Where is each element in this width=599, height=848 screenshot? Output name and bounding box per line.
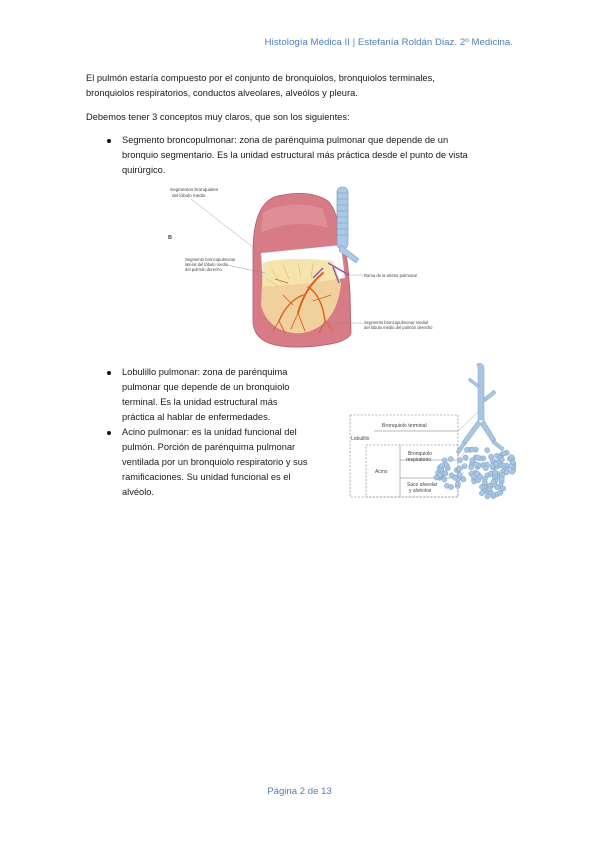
alveolus (494, 484, 501, 491)
alveolus (508, 463, 514, 470)
alveolus (457, 465, 463, 472)
alveolus (481, 479, 488, 486)
fig-label: del lóbulo medio del pulmón derecho (364, 325, 433, 330)
alveolus (500, 462, 507, 469)
bullet-dot (107, 371, 111, 375)
bullet-2-line-1: Lobulillo pulmonar: zona de parénquima (122, 367, 288, 377)
lobule-label: Lobulillo (351, 436, 370, 442)
fig-label: Segmento broncopulmonar medial (364, 320, 428, 325)
alveolus (498, 475, 505, 482)
bullet-3-line-5: alvéolo. (122, 487, 155, 497)
fig-label: Segmento broncopulmonar (185, 257, 236, 262)
bullet-3-line-3: ventilada por un bronquiolo respiratorio… (122, 457, 308, 467)
page-footer: Página 2 de 13 (267, 786, 332, 797)
alveolus (448, 484, 454, 490)
acinus-label: Acino (375, 469, 388, 475)
bullet-1-line-2: bronquio segmentario. Es la unidad estru… (122, 150, 468, 160)
fig-label: del lóbulo medio (172, 193, 206, 198)
intro-line-1: El pulmón estaría compuesto por el conju… (86, 73, 435, 83)
alveolus (461, 463, 468, 469)
alveolus (460, 476, 467, 483)
alveolus (479, 484, 485, 490)
alveolus (484, 447, 490, 453)
bullet-2-line-3: terminal. Es la unidad estructural más (122, 397, 278, 407)
alveolus (462, 454, 469, 461)
alveolus (442, 470, 449, 477)
respiratory-bronchiole-label: Bronquiolo (408, 451, 432, 457)
alveolus (490, 479, 497, 485)
terminal-bronchiole-label: Bronquiolo terminal (382, 423, 427, 429)
fig-label: Rama de la arteria pulmonar (364, 273, 418, 278)
lobule-acinus-figure: Bronquiolo terminal Lobulillo Bronquiolo… (349, 362, 516, 500)
page-header: Histología Médica II | Estefanía Roldán … (264, 37, 513, 48)
alveolus (479, 490, 485, 496)
alveolus (509, 469, 516, 475)
alveolus (497, 490, 503, 496)
respiratory-bronchiole-label: respiratorio (406, 457, 431, 463)
bullet-3-line-1: Acino pulmonar: es la unidad funcional d… (122, 427, 297, 437)
alveolus (452, 474, 458, 481)
alveolus (441, 476, 448, 483)
alveolus (457, 457, 463, 463)
bullet-3-line-2: pulmón. Porción de parénquima pulmonar (122, 442, 296, 452)
alveolus (457, 472, 463, 478)
alveolus (437, 472, 443, 478)
alveolus (489, 457, 496, 464)
bullet-dot (107, 139, 111, 143)
alveolus (508, 454, 515, 460)
alveolus (492, 469, 498, 476)
alveolus (500, 485, 506, 492)
bullet-1-line-1: Segmento broncopulmonar: zona de parénqu… (122, 135, 449, 145)
alveolus (489, 463, 496, 470)
alveolus (447, 456, 454, 462)
fig-label: lateral del lóbulo medio (185, 262, 229, 267)
alveoli-cluster (433, 446, 516, 500)
alveolus (483, 465, 489, 471)
alveolus (486, 486, 493, 492)
alveolus (501, 450, 507, 457)
bullet-1-line-3: quirúrgico. (122, 165, 166, 175)
alveolus (468, 464, 474, 471)
alveolus (484, 493, 491, 500)
concepts-intro: Debemos tener 3 conceptos muy claros, qu… (86, 112, 350, 122)
alveolus (477, 474, 484, 480)
alveolus (455, 480, 461, 487)
alveolus (469, 446, 475, 453)
alveolus (473, 461, 480, 468)
alveolus (441, 457, 448, 464)
alveolar-sac-label: y alvéolos (409, 488, 432, 494)
alveolus (503, 469, 510, 476)
bullet-dot (107, 431, 111, 435)
alveolar-sac-label: Saco alveolar (407, 482, 438, 488)
fig-panel-letter: B (168, 235, 172, 241)
bullet-3-line-4: ramificaciones. Su unidad funcional es e… (122, 472, 291, 482)
alveolus (439, 463, 445, 469)
alveolus (469, 457, 475, 464)
alveolus (474, 454, 481, 461)
fig-label: Segmentos bronquiales (170, 187, 219, 192)
fig-label: del pulmón derecho (185, 267, 222, 272)
intro-line-2: bronquiolos respiratorios, conductos alv… (86, 88, 358, 98)
alveolus (464, 447, 470, 453)
bullet-2-line-4: práctica al hablar de enfermedades. (122, 412, 271, 422)
lung-segment-figure: Segmentos bronquiales del lóbulo medio B… (168, 186, 433, 348)
alveolus (498, 456, 505, 463)
lobule-box (349, 414, 459, 498)
bullet-2-line-2: pulmonar que depende de un bronquiolo (122, 382, 290, 392)
